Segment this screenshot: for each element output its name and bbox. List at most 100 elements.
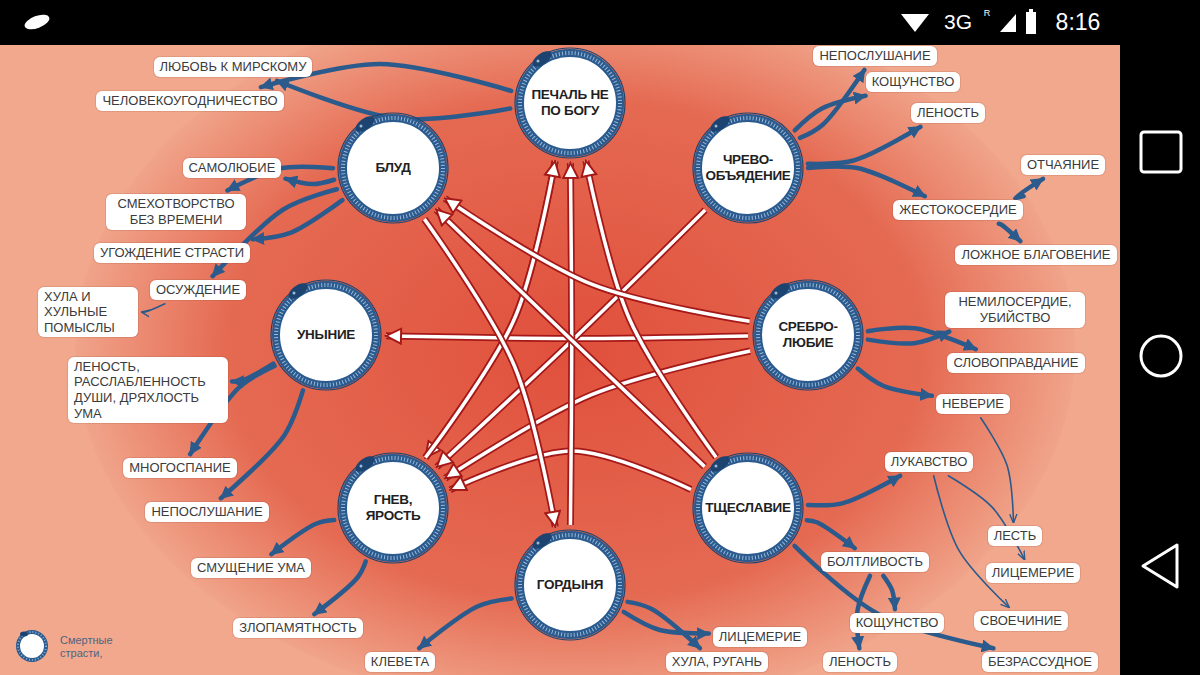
legend-text: Смертные страсти, xyxy=(60,634,130,660)
navigation-bar xyxy=(1120,45,1200,675)
derivation-arrow xyxy=(252,200,342,239)
derived-passion-box: ЛЕНОСТЬ, РАССЛАБЛЕННОСТЬ ДУШИ, ДРЯХЛОСТЬ… xyxy=(68,357,228,423)
derived-passion-box: ЛОЖНОЕ БЛАГОВЕНИЕ xyxy=(955,245,1116,265)
arrow-outline xyxy=(445,198,750,321)
derivation-arrow xyxy=(857,576,870,648)
passion-link-arrow xyxy=(445,198,750,321)
battery-cap xyxy=(1029,9,1033,12)
derived-passion-box: ЗЛОПАМЯТНОСТЬ xyxy=(233,618,362,638)
derivation-arrow xyxy=(883,576,895,609)
derived-passion-box: ЛИЦЕМЕРИЕ xyxy=(713,627,807,647)
derivation-arrow xyxy=(868,328,976,350)
passion-circle: ЧРЕВО- ОБЪЯДЕНИЕ xyxy=(690,110,806,226)
node-text: ЛЕСТЬ xyxy=(994,528,1037,544)
thick-arrow-line xyxy=(808,127,921,164)
derived-passion-box: ЧЕЛОВЕКОУГОДНИЧЕСТВО xyxy=(96,91,283,111)
node-text: УНЫНИЕ xyxy=(283,327,369,343)
node-text: ЛЕНОСТЬ xyxy=(917,105,979,121)
derived-passion-box: СМЕХОТВОРСТВО БЕЗ ВРЕМЕНИ xyxy=(106,194,246,229)
derived-passion-box: ОТЧАЯНИЕ xyxy=(1021,155,1105,175)
node-text: ЛЕНОСТЬ xyxy=(829,654,891,670)
passion-link-arrow xyxy=(436,210,704,467)
arrow-outline xyxy=(436,210,704,467)
derivation-arrow xyxy=(795,546,994,648)
node-text: БЕЗРАССУДНОЕ xyxy=(988,654,1092,670)
node-text: НЕПОСЛУШАНИЕ xyxy=(151,504,262,520)
derived-passion-box: ЖЕСТОКОСЕРДИЕ xyxy=(893,200,1022,220)
derived-passion-box: СВОЕЧИНИЕ xyxy=(974,611,1068,631)
derived-passion-box: ЛЕСТЬ xyxy=(988,526,1043,546)
passion-link-arrow xyxy=(445,351,750,478)
thick-arrow-line xyxy=(795,96,866,131)
derivation-arrow xyxy=(948,476,1024,559)
derivation-arrow xyxy=(807,520,855,548)
status-text: 8:16 xyxy=(1056,9,1101,36)
passion-circle: БЛУД xyxy=(335,110,451,226)
thick-arrow-line xyxy=(252,200,342,239)
passion-link-arrow xyxy=(424,219,555,527)
node-text: ГНЕВ, ЯРОСТЬ xyxy=(350,492,436,523)
node-text: СМЕХОТВОРСТВО БЕЗ ВРЕМЕНИ xyxy=(112,196,240,227)
legend-ouroboros xyxy=(14,628,50,664)
thick-arrow-line xyxy=(808,166,925,196)
derived-passion-box: НЕМИЛОСЕРДИЕ, УБИЙСТВО xyxy=(945,292,1085,327)
node-text: СЛОВОПРАВДАНИЕ xyxy=(953,355,1078,371)
thick-arrow-line xyxy=(795,546,994,648)
battery-icon xyxy=(1026,12,1036,34)
thick-arrow-line xyxy=(628,602,700,648)
arrow-outline xyxy=(424,219,555,527)
derived-passion-box: СЛОВОПРАВДАНИЕ xyxy=(947,353,1084,373)
thick-arrow-line xyxy=(858,369,932,396)
thick-arrow-line xyxy=(314,561,365,614)
passion-circle: ТЩЕСЛАВИЕ xyxy=(690,450,806,566)
derived-passion-box: НЕВЕРИЕ xyxy=(936,394,1010,414)
derivation-arrow xyxy=(808,127,921,164)
arrow-body xyxy=(436,210,704,467)
derived-passion-box: ХУЛА, РУГАНЬ xyxy=(666,652,768,672)
derivation-arrow xyxy=(285,179,334,184)
node-text: ЛЮБОВЬ К МИРСКОМУ xyxy=(160,59,307,75)
home-button xyxy=(1141,336,1181,376)
node-text: МНОГОСПАНИЕ xyxy=(129,460,231,476)
derived-passion-box: НЕПОСЛУШАНИЕ xyxy=(813,46,936,66)
derived-passion-box: КЛЕВЕТА xyxy=(365,652,435,672)
signal-icon xyxy=(1000,14,1016,32)
derived-passion-box: САМОЛЮБИЕ xyxy=(183,158,282,178)
node-text: ЛОЖНОЕ БЛАГОВЕНИЕ xyxy=(961,247,1110,263)
node-text: НЕМИЛОСЕРДИЕ, УБИЙСТВО xyxy=(951,294,1079,325)
derivation-arrow xyxy=(221,390,303,498)
derivation-arrow xyxy=(808,476,900,505)
recent-apps-button xyxy=(1141,132,1181,172)
node-text: ХУЛА И ХУЛЬНЫЕ ПОМЫСЛЫ xyxy=(44,289,132,336)
derived-passion-box: НЕПОСЛУШАНИЕ xyxy=(145,502,268,522)
thick-arrow-line xyxy=(271,520,334,554)
node-text: ОТЧАЯНИЕ xyxy=(1027,157,1099,173)
derivation-arrow xyxy=(1015,179,1043,198)
thick-arrow-line xyxy=(999,224,1020,241)
derivation-arrow xyxy=(142,304,165,312)
node-text: ЛЕНОСТЬ, РАССЛАБЛЕННОСТЬ ДУШИ, ДРЯХЛОСТЬ… xyxy=(74,359,222,421)
derived-passion-box: ЛЕНОСТЬ xyxy=(823,652,897,672)
node-text: ПЕЧАЛЬ НЕ ПО БОГУ xyxy=(527,87,613,118)
arrow-body xyxy=(424,219,555,527)
derived-passion-box: СМУЩЕНИЕ УМА xyxy=(191,558,311,578)
legend: Смертные страсти, xyxy=(14,628,130,664)
node-text: ЛУКАВСТВО xyxy=(891,454,968,470)
node-text: КОЩУНСТВО xyxy=(856,615,939,631)
derivation-arrow xyxy=(981,418,1014,522)
passion-circle: СРЕБРО- ЛЮБИЕ xyxy=(750,277,866,393)
derived-passion-box: БОЛТЛИВОСТЬ xyxy=(821,552,929,572)
node-text: КОЩУНСТВО xyxy=(872,74,955,90)
node-text: БЛУД xyxy=(350,160,436,176)
status-bar xyxy=(0,0,1200,45)
arrow-outline xyxy=(445,351,750,478)
derivation-arrow xyxy=(628,602,700,648)
derivation-arrow xyxy=(277,81,510,120)
node-text: БОЛТЛИВОСТЬ xyxy=(827,554,923,570)
derivation-arrow xyxy=(808,166,925,196)
derivation-arrow xyxy=(858,369,932,396)
node-text: КЛЕВЕТА xyxy=(371,654,429,670)
back-button xyxy=(1143,545,1177,587)
node-text: СРЕБРО- ЛЮБИЕ xyxy=(765,319,851,350)
status-text: 3G xyxy=(944,10,972,34)
